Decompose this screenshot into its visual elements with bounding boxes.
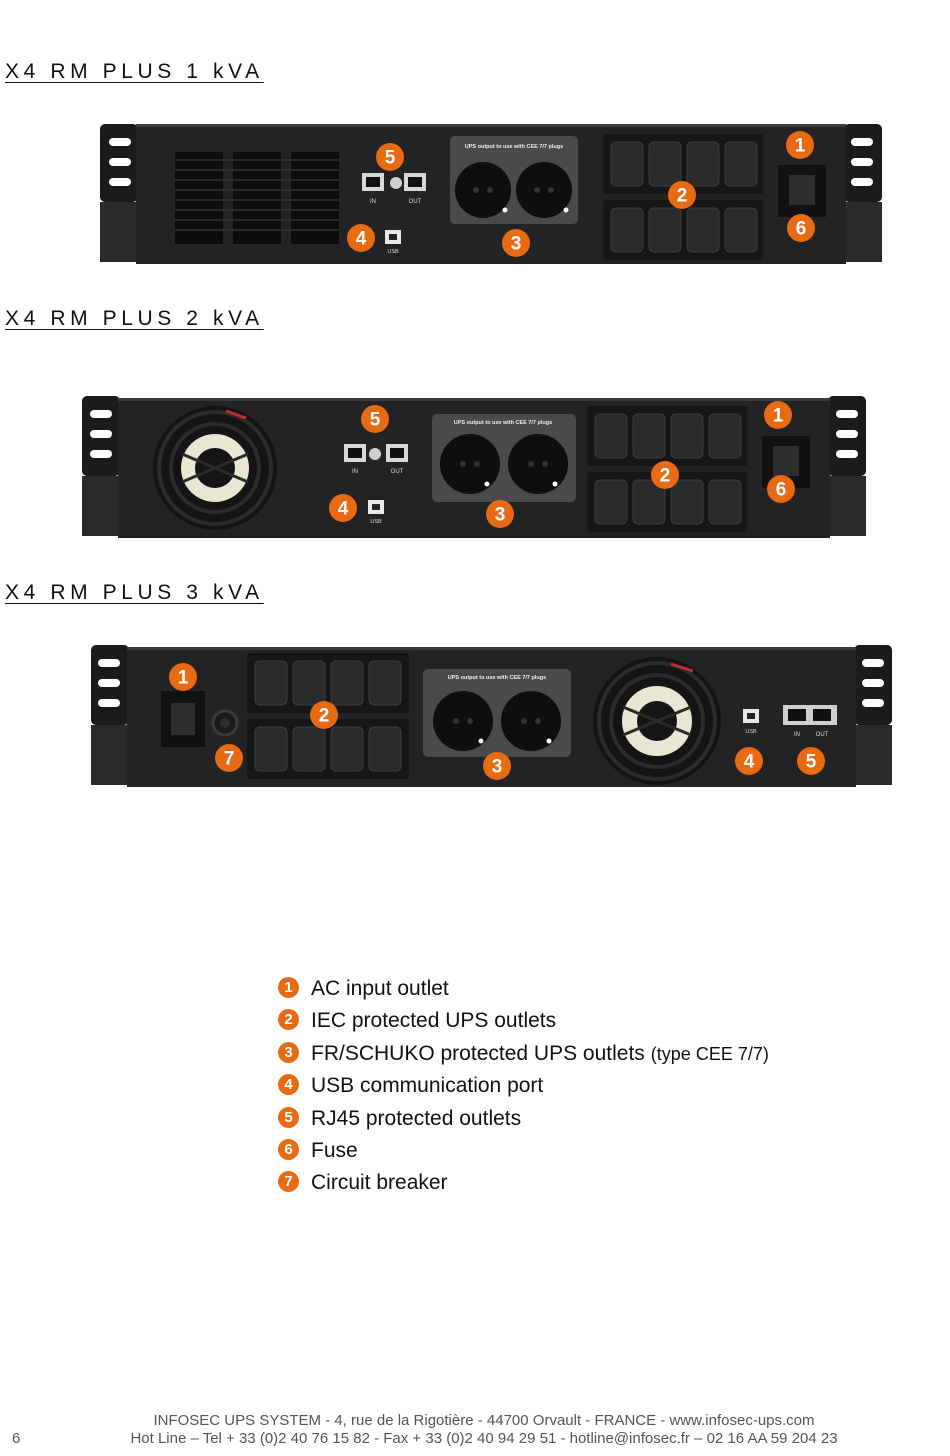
marker-6: 6 [767,475,795,503]
legend-label: RJ45 protected outlets [311,1106,522,1130]
page-number: 6 [12,1430,21,1447]
rack-bracket-left [100,124,138,262]
usb-port: USB [743,709,759,735]
schuko-outlets: UPS output to use with CEE 7/7 plugs [450,136,578,224]
legend-label: FR/SCHUKO protected UPS outlets(type CEE… [311,1041,769,1065]
svg-text:IN: IN [794,732,800,738]
rack-bracket-right [844,124,882,262]
rack-bracket-right [828,396,866,536]
svg-text:USB: USB [745,729,757,735]
marker-2: 2 [651,461,679,489]
svg-text:3: 3 [511,234,522,255]
marker-5: 5 [376,143,404,171]
marker-2: 2 [668,181,696,209]
svg-text:5: 5 [806,752,817,773]
svg-text:IN: IN [352,469,358,475]
rj45-ports: IN OUT [344,444,408,475]
marker-5: 5 [361,405,389,433]
legend-label: IEC protected UPS outlets [311,1009,557,1033]
svg-text:2: 2 [319,706,330,727]
svg-text:4: 4 [744,752,755,773]
svg-text:UPS output to use with CEE 7/7: UPS output to use with CEE 7/7 plugs [448,675,546,681]
schuko-outlets: UPS output to use with CEE 7/7 plugs [432,414,576,502]
legend-number: 2 [278,1009,299,1031]
svg-text:3: 3 [495,505,506,526]
ups-2kva-rear-panel: IN OUT USB UPS output to use with CEE 7/… [82,396,866,538]
svg-text:5: 5 [385,148,396,169]
legend-number: 3 [278,1041,299,1063]
svg-text:2: 2 [660,466,671,487]
legend-label: Circuit breaker [311,1171,448,1195]
model-heading-3kva: X4 RM PLUS 3 kVA [5,581,264,604]
svg-text:1: 1 [178,668,189,689]
legend-number: 6 [278,1138,299,1160]
marker-2: 2 [310,701,338,729]
ac-input-inlet [161,691,205,747]
legend-number: 4 [278,1074,299,1096]
usb-port: USB [385,230,401,255]
marker-7: 7 [215,744,243,772]
svg-text:3: 3 [492,757,503,778]
footer-address: INFOSEC UPS SYSTEM - 4, rue de la Rigoti… [153,1412,815,1429]
svg-text:1: 1 [773,406,784,427]
svg-text:6: 6 [776,480,787,501]
legend-label: USB communication port [311,1074,544,1098]
marker-4: 4 [329,494,357,522]
legend-number: 7 [278,1171,299,1193]
model-heading-2kva: X4 RM PLUS 2 kVA [5,307,264,330]
marker-4: 4 [735,747,763,775]
rj45-ports: IN OUT [783,705,837,738]
schuko-outlets: UPS output to use with CEE 7/7 plugs [423,669,571,757]
marker-1: 1 [786,131,814,159]
svg-text:UPS output to use with CEE 7/7: UPS output to use with CEE 7/7 plugs [454,420,552,426]
legend-sublabel: (type CEE 7/7) [650,1043,769,1064]
cooling-fan [593,657,721,785]
svg-text:4: 4 [356,229,367,250]
footer-hotline: Hot Line – Tel + 33 (0)2 40 76 15 82 - F… [130,1430,838,1447]
svg-text:4: 4 [338,499,349,520]
marker-6: 6 [787,214,815,242]
rack-bracket-left [82,396,120,536]
svg-text:USB: USB [387,249,399,255]
marker-3: 3 [486,500,514,528]
svg-text:5: 5 [370,410,381,431]
iec-outlets [587,406,747,532]
legend-number: 5 [278,1106,299,1128]
ups-3kva-rear-panel: UPS output to use with CEE 7/7 plugs USB… [91,645,892,787]
svg-text:6: 6 [796,219,807,240]
rj45-ports: IN OUT [362,173,426,205]
iec-outlets [247,653,409,779]
svg-text:OUT: OUT [391,469,404,475]
legend-number: 1 [278,977,299,998]
circuit-breaker [211,709,239,737]
svg-text:7: 7 [224,749,235,770]
marker-1: 1 [764,401,792,429]
rack-bracket-left [91,645,129,785]
ac-input-inlet [778,165,826,217]
svg-text:1: 1 [795,136,806,157]
svg-text:OUT: OUT [816,732,829,738]
model-heading-1kva: X4 RM PLUS 1 kVA [5,60,264,83]
marker-5: 5 [797,747,825,775]
iec-outlets [603,134,763,260]
ups-1kva-rear-panel: IN OUT USB UPS output to use with CEE 7/… [100,124,882,264]
legend-label: AC input outlet [311,977,449,1000]
rj45-out-label: OUT [409,199,422,205]
marker-1: 1 [169,663,197,691]
svg-text:UPS output to use with CEE 7/7: UPS output to use with CEE 7/7 plugs [465,144,563,150]
rack-bracket-right [854,645,892,785]
svg-text:USB: USB [370,519,382,525]
legend-label: Fuse [311,1138,358,1162]
marker-3: 3 [483,752,511,780]
cooling-fan [153,406,277,530]
svg-text:2: 2 [677,186,688,207]
usb-port: USB [368,500,384,525]
marker-3: 3 [502,229,530,257]
vent-grille [175,152,339,244]
marker-4: 4 [347,224,375,252]
rj45-in-label: IN [370,199,376,205]
